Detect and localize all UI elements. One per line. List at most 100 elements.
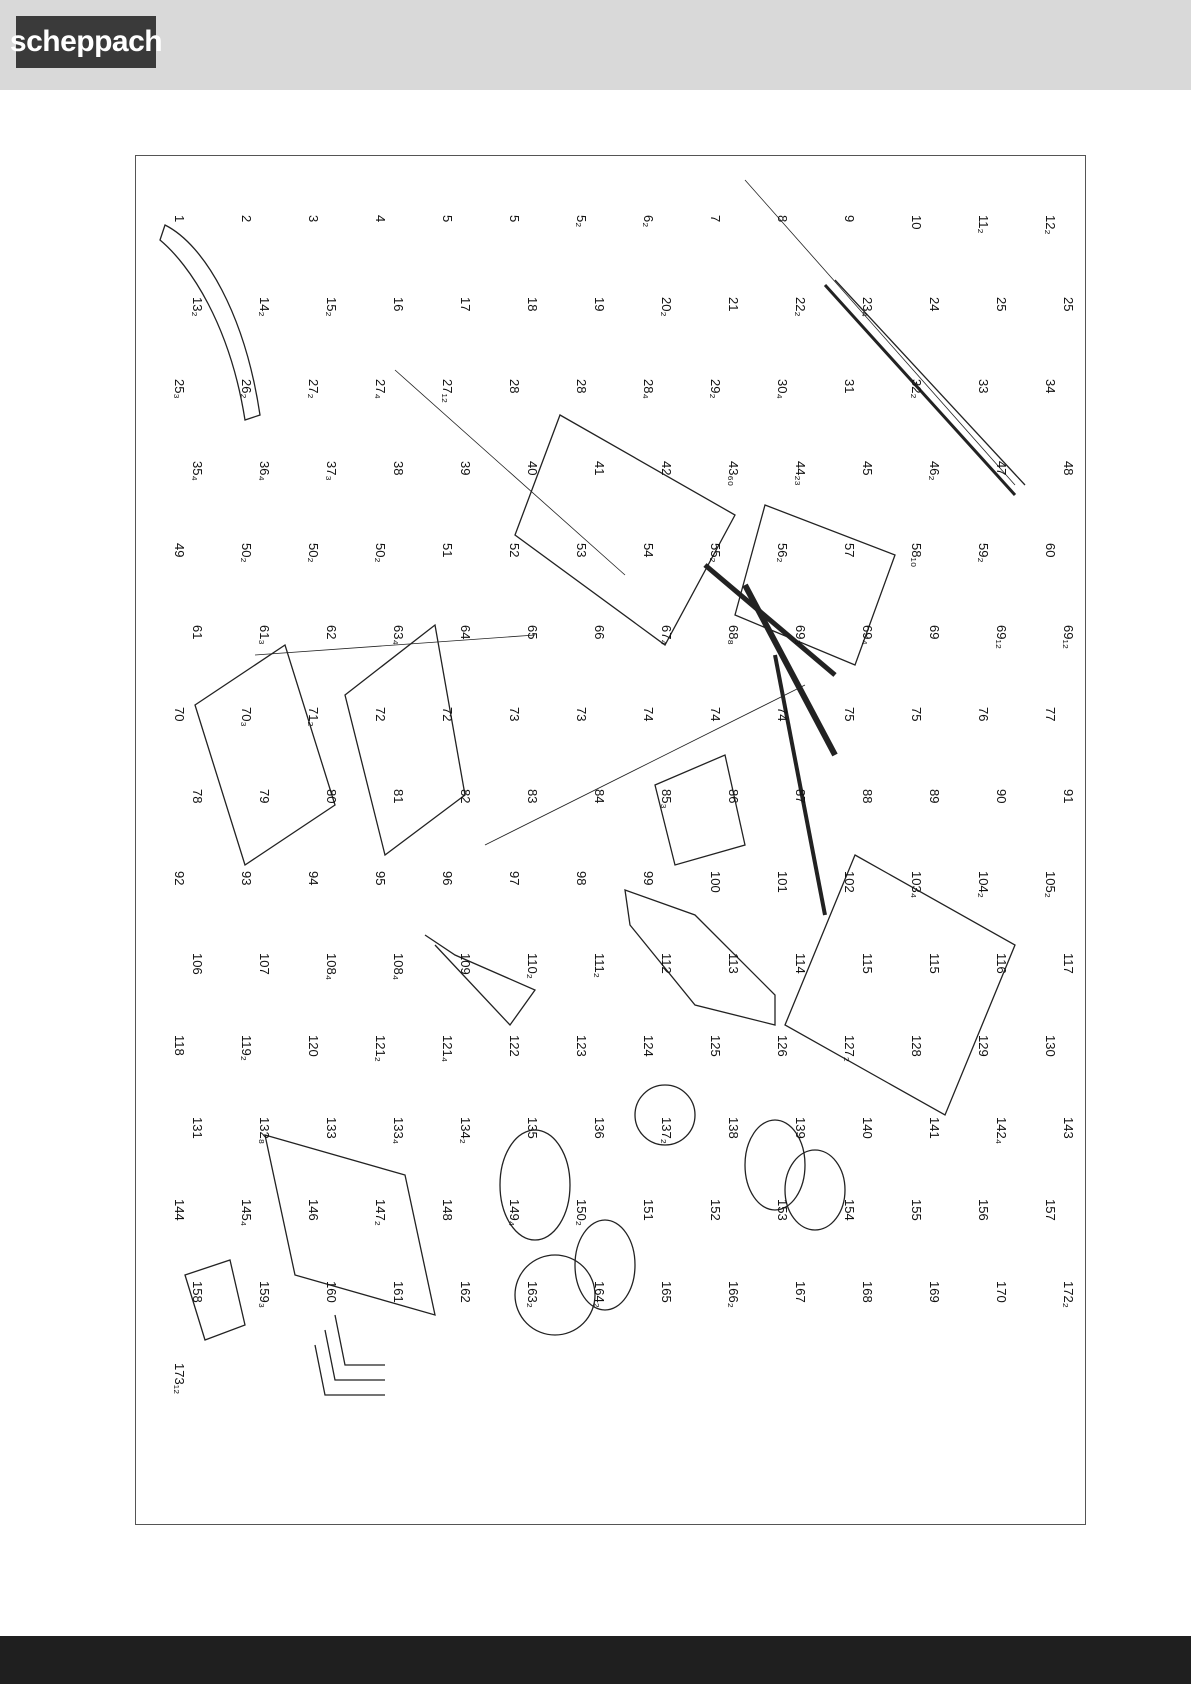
part-callout-label: 120 [306,1035,321,1057]
part-callout-label: 121₂ [373,1035,388,1062]
part-callout-label: 80 [324,789,339,803]
part-callout-label: 64 [458,625,473,639]
part-callout-label: 72 [440,707,455,721]
part-callout-label: 63₄ [391,625,406,645]
part-callout-label: 38 [391,461,406,475]
part-callout-label: 37₃ [324,461,339,481]
part-callout-label: 98 [574,871,589,885]
part-callout-label: 69 [927,625,942,639]
part-callout-label: 108₄ [391,953,406,980]
part-callout-label: 143 [1061,1117,1076,1139]
part-callout-label: 50₂ [306,543,321,563]
part-callout-label: 115 [927,953,942,974]
part-callout-label: 172₂ [1061,1281,1076,1308]
part-callout-label: 59₂ [976,543,991,563]
part-callout-label: 57 [842,543,857,557]
part-callout-label: 42 [659,461,674,475]
scheppach-logo: scheppach [10,16,163,68]
part-callout-label: 83 [525,789,540,803]
part-callout-label: 153 [775,1199,790,1221]
part-callout-label: 77 [1043,707,1058,721]
part-callout-label: 4 [373,215,388,222]
part-callout-label: 146 [306,1199,321,1221]
part-callout-label: 118 [172,1035,187,1056]
part-callout-label: 97 [507,871,522,885]
part-callout-label: 23₄ [860,297,875,317]
part-callout-label: 66 [592,625,607,639]
part-callout-label: 132₈ [257,1117,272,1144]
part-callout-label: 166₂ [726,1281,741,1308]
part-callout-label: 167 [793,1281,808,1303]
part-callout-label: 151 [641,1199,656,1221]
part-callout-label: 51 [440,543,455,557]
part-callout-label: 15₂ [324,297,339,317]
part-callout-label: 69₄ [860,625,875,645]
part-callout-label: 46₂ [927,461,942,481]
part-callout-label: 53 [574,543,589,557]
part-callout-label: 35₄ [190,461,205,481]
part-callout-label: 168 [860,1281,875,1303]
part-callout-label: 70₃ [239,707,254,727]
part-callout-label: 155 [909,1199,924,1221]
part-callout-label: 117 [1061,953,1076,974]
part-callout-label: 103₄ [909,871,924,898]
part-callout-label: 165 [659,1281,674,1303]
part-callout-label: 3 [306,215,321,222]
part-callout-label: 6₂ [641,215,656,227]
part-callout-label: 48 [1061,461,1076,475]
part-callout-label: 52 [507,543,522,557]
part-callout-label: 10 [909,215,924,229]
part-callout-label: 8 [775,215,790,222]
part-callout-label: 134₂ [458,1117,473,1144]
part-callout-label: 2 [239,215,254,222]
part-callout-label: 11₂ [976,215,991,234]
part-callout-label: 73 [507,707,522,721]
part-callout-label: 74 [775,707,790,721]
part-callout-label: 82 [458,789,473,803]
part-callout-label: 87 [793,789,808,803]
part-callout-label: 67₄ [659,625,674,645]
part-callout-label: 93 [239,871,254,885]
part-callout-label: 54 [641,543,656,557]
part-callout-label: 102 [842,871,857,893]
part-callout-label: 90 [994,789,1009,803]
part-callout-label: 25₃ [172,379,187,399]
part-callout-label: 25 [1061,297,1076,311]
part-callout-label: 170 [994,1281,1009,1303]
part-callout-label: 133₄ [391,1117,406,1144]
part-callout-label: 74 [641,707,656,721]
part-callout-label: 28 [574,379,589,393]
part-callout-label: 5₂ [574,215,589,227]
part-callout-label: 56₂ [775,543,790,563]
part-callout-label: 75 [909,707,924,721]
part-callout-label: 130 [1043,1035,1058,1057]
part-callout-label: 104₂ [976,871,991,898]
part-callout-label: 147₂ [373,1199,388,1226]
part-callout-label: 150₂ [574,1199,589,1226]
part-callout-label: 152 [708,1199,723,1221]
part-callout-label: 111₂ [592,953,607,978]
part-callout-label: 91 [1061,789,1076,803]
part-callout-label: 28₄ [641,379,656,399]
part-callout-label: 148 [440,1199,455,1221]
part-callout-label: 140 [860,1117,875,1139]
part-callout-label: 149₄ [507,1199,522,1226]
part-callout-label: 173₁₂ [172,1363,187,1394]
part-callout-label: 27₁₂ [440,379,455,403]
part-callout-label: 12₂ [1043,215,1058,235]
part-callout-label: 169 [927,1281,942,1303]
part-callout-label: 41 [592,461,607,475]
part-callout-label: 58₁₀ [909,543,924,567]
part-callout-label: 5 [440,215,455,222]
part-callout-label: 95 [373,871,388,885]
part-callout-label: 68₈ [726,625,741,645]
part-callout-label: 119₂ [239,1035,254,1061]
part-callout-label: 28 [507,379,522,393]
part-callout-label: 159₃ [257,1281,272,1308]
part-callout-label: 22₂ [793,297,808,317]
part-callout-label: 96 [440,871,455,885]
part-callout-label: 47 [994,461,1009,475]
part-callout-label: 161 [391,1281,406,1303]
part-callout-label: 131 [190,1117,205,1139]
